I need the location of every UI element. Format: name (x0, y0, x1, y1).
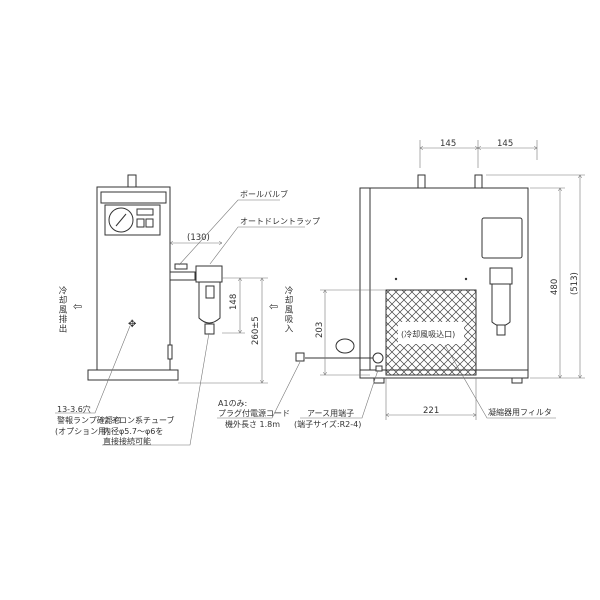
a1-only-label: A1のみ: (218, 399, 247, 408)
intake-port-label: (冷却風吸込口) (401, 329, 455, 339)
tube-label-2: 内径φ5.7～φ6を (103, 426, 163, 436)
tube-label-1: ナイロン系チューブ (103, 415, 175, 425)
side-view-unit: ✥ (130) 148 260±5 冷却風排出 ⇦ 冷却風吸入 ⇦ ボールバルブ… (55, 174, 320, 446)
dim-145-right: 145 (497, 139, 513, 149)
power-plug-icon (295, 352, 305, 362)
filter-front (489, 267, 513, 336)
hole-label: 13-3.6穴 (57, 404, 91, 414)
drain-filter (195, 265, 223, 335)
dim-145-left: 145 (440, 139, 456, 149)
lamp-window-label: 警報ランプ確認窓 (57, 415, 121, 425)
cord-length-label: 機外長さ 1.8m (225, 419, 280, 429)
dim-513: (513) (570, 272, 580, 295)
arrow-left-icon: ⇦ (73, 300, 82, 313)
ball-valve-label: ボールバルブ (240, 189, 288, 199)
dim-203: 203 (315, 322, 325, 338)
ball-valve (169, 271, 196, 281)
dim-260: 260±5 (251, 316, 261, 345)
drain-trap-label: オートドレントラップ (240, 217, 320, 226)
dim-130: (130) (187, 233, 210, 243)
dim-480: 480 (550, 279, 560, 295)
tube-label-3: 直接接続可能 (103, 436, 151, 446)
condenser-filter-label: 凝縮器用フィルタ (488, 407, 552, 417)
terminal-size-label: (端子サイズ:R2-4) (294, 419, 361, 429)
front-view-unit: (冷却風吸込口) 145 145 480 (513) 203 (217, 139, 585, 429)
arrow-left-icon: ⇦ (269, 300, 278, 313)
exhaust-label: 冷却風排出 (57, 285, 67, 333)
mount-hole-icon: ✥ (128, 319, 136, 330)
intake-label: 冷却風吸入 (283, 285, 293, 333)
earth-terminal-label: アース用端子 (307, 408, 354, 418)
plug-cord-label: プラグ付電源コード (218, 408, 290, 418)
dim-221: 221 (423, 406, 439, 416)
dim-148: 148 (229, 294, 239, 310)
option-label: (オプション用) (55, 427, 109, 436)
